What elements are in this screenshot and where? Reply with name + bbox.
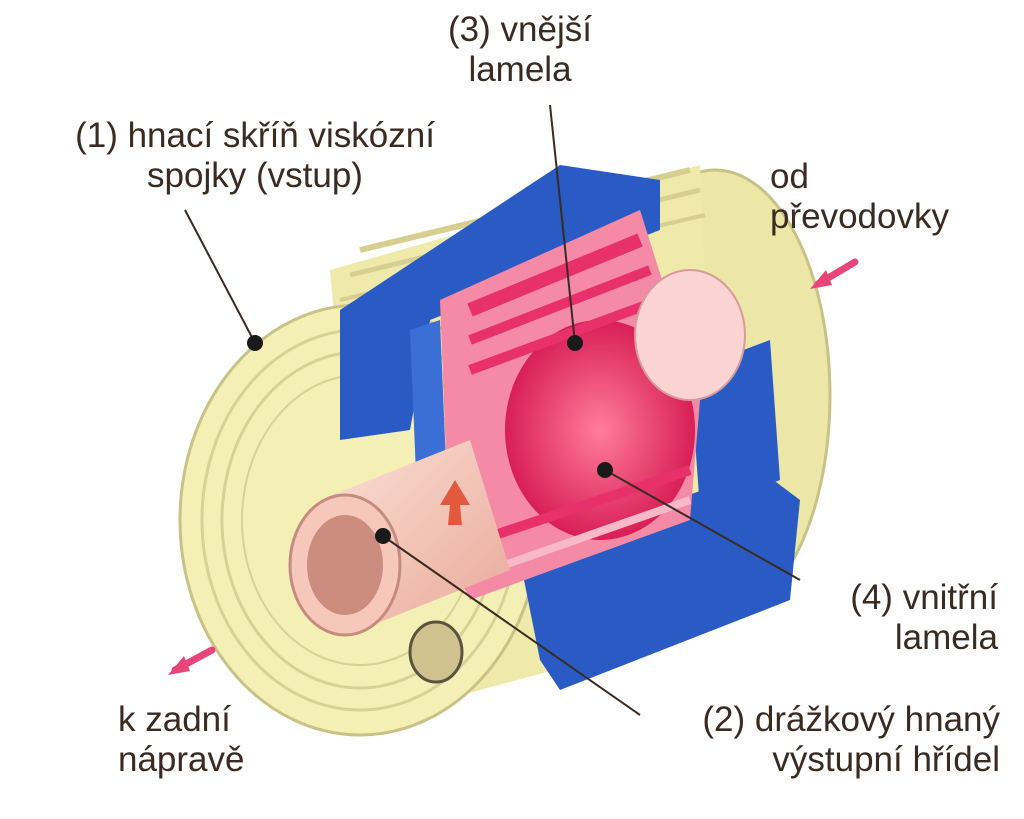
label-output-shaft: (2) drážkový hnaný výstupní hřídel (620, 700, 1000, 780)
label-outer-plate: (3) vnější lamela (410, 10, 630, 90)
output-arrow-icon (168, 650, 212, 675)
label-to-rear-axle: k zadní nápravě (118, 700, 318, 780)
label-from-gearbox-line1: od (770, 157, 1010, 197)
label-outer-plate-line2: lamela (410, 50, 630, 90)
label-to-rear-axle-line2: nápravě (118, 740, 318, 780)
label-housing-line2: spojky (vstup) (20, 156, 490, 196)
label-output-shaft-line1: (2) drážkový hnaný (620, 700, 1000, 740)
label-inner-plate-line2: lamela (780, 618, 998, 658)
marker-inner-plate (597, 462, 613, 478)
label-output-shaft-line2: výstupní hřídel (620, 740, 1000, 780)
label-housing-line1: (1) hnací skříň viskózní (20, 116, 490, 156)
label-to-rear-axle-line1: k zadní (118, 700, 318, 740)
marker-outer-plate (567, 335, 583, 351)
label-from-gearbox-line2: převodovky (770, 197, 1010, 237)
marker-output-shaft (375, 528, 391, 544)
label-inner-plate-line1: (4) vnitřní (780, 578, 998, 618)
bolt-icon (410, 622, 462, 682)
label-outer-plate-line1: (3) vnější (410, 10, 630, 50)
label-housing: (1) hnací skříň viskózní spojky (vstup) (20, 116, 490, 196)
input-arrow-icon (810, 262, 855, 289)
label-from-gearbox: od převodovky (770, 157, 1010, 237)
label-inner-plate: (4) vnitřní lamela (780, 578, 998, 658)
marker-housing (247, 335, 263, 351)
inner-hub (635, 270, 745, 400)
